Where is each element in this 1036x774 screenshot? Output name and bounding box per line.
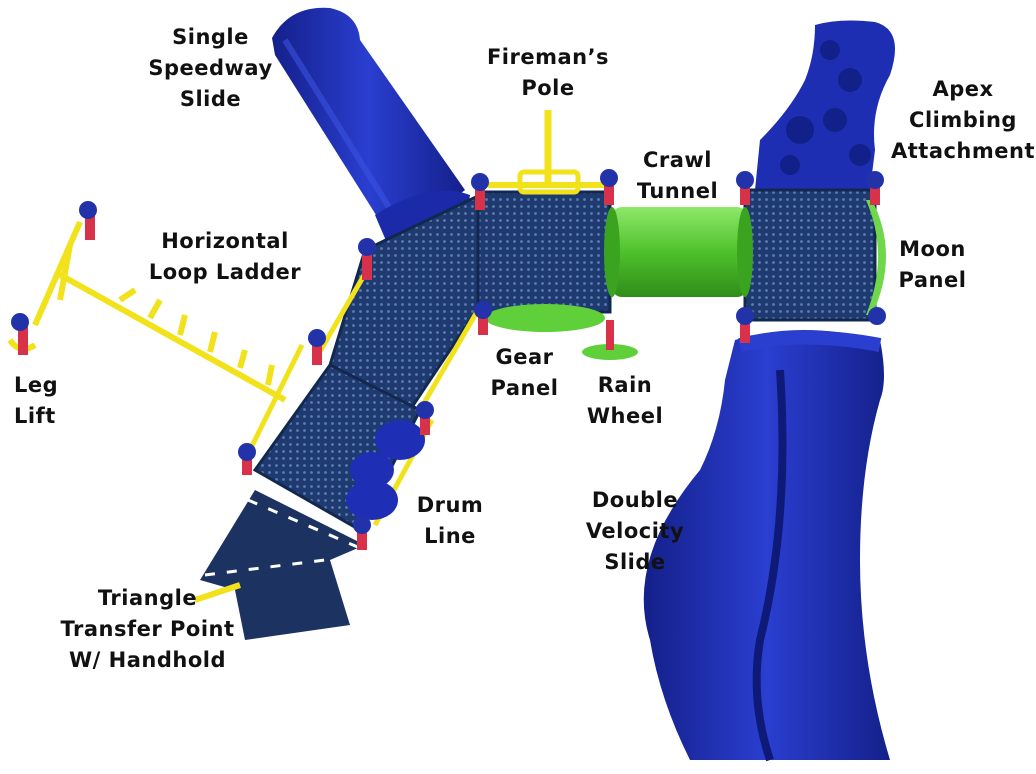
label-line: Triangle bbox=[97, 586, 198, 610]
label-gear-panel: Gear Panel bbox=[482, 342, 567, 404]
triangle-transfer-point bbox=[194, 490, 365, 640]
label-line: Drum bbox=[416, 493, 484, 517]
moon-panel bbox=[866, 200, 886, 315]
label-line: Crawl bbox=[642, 148, 713, 172]
crawl-tunnel bbox=[604, 207, 753, 297]
label-line: Line bbox=[424, 524, 476, 548]
label-line: Moon bbox=[899, 237, 966, 261]
label-line: Pole bbox=[521, 76, 575, 100]
label-leg-lift: Leg Lift bbox=[14, 370, 74, 432]
label-line: Rain bbox=[597, 373, 653, 397]
label-line: Slide bbox=[179, 87, 242, 111]
right-deck bbox=[743, 188, 877, 322]
label-line: Panel bbox=[898, 268, 967, 292]
label-crawl-tunnel: Crawl Tunnel bbox=[630, 145, 725, 207]
label-moon-panel: Moon Panel bbox=[890, 234, 975, 296]
gear-panel bbox=[485, 304, 605, 332]
label-double-velocity-slide: Double Velocity Slide bbox=[575, 485, 695, 578]
label-line: Speedway bbox=[148, 56, 273, 80]
label-line: Lift bbox=[14, 404, 56, 428]
label-line: Horizontal bbox=[161, 229, 289, 253]
label-firemans-pole: Fireman’s Pole bbox=[478, 42, 618, 104]
label-drum-line: Drum Line bbox=[410, 490, 490, 552]
horizontal-loop-ladder bbox=[7, 220, 287, 403]
label-line: Tunnel bbox=[636, 179, 719, 203]
label-line: Transfer Point bbox=[60, 617, 235, 641]
label-horizontal-loop-ladder: Horizontal Loop Ladder bbox=[135, 226, 315, 288]
label-line: Double bbox=[591, 488, 679, 512]
label-line: Fireman’s bbox=[486, 45, 610, 69]
post-caps bbox=[11, 169, 886, 550]
label-line: Gear bbox=[495, 345, 554, 369]
label-line: Velocity bbox=[585, 519, 685, 543]
label-line: Climbing bbox=[909, 108, 1017, 132]
label-line: Apex bbox=[932, 77, 994, 101]
label-line: W/ Handhold bbox=[69, 648, 226, 672]
label-line: Single bbox=[172, 25, 249, 49]
apex-climbing-attachment bbox=[755, 20, 895, 190]
label-apex-climbing-attachment: Apex Climbing Attachment bbox=[890, 74, 1036, 167]
label-line: Loop Ladder bbox=[148, 260, 302, 284]
rain-wheel bbox=[582, 320, 638, 360]
label-line: Slide bbox=[604, 550, 666, 574]
double-velocity-slide bbox=[643, 330, 890, 762]
drum-line bbox=[346, 420, 425, 520]
label-rain-wheel: Rain Wheel bbox=[580, 370, 670, 432]
label-single-speedway-slide: Single Speedway Slide bbox=[148, 22, 273, 115]
center-deck bbox=[476, 190, 612, 314]
label-line: Attachment bbox=[890, 139, 1035, 163]
firemans-pole bbox=[488, 110, 610, 195]
label-line: Panel bbox=[490, 376, 559, 400]
label-line: Wheel bbox=[586, 404, 664, 428]
label-triangle-transfer-point: Triangle Transfer Point W/ Handhold bbox=[60, 583, 235, 676]
label-line: Leg bbox=[14, 373, 59, 397]
